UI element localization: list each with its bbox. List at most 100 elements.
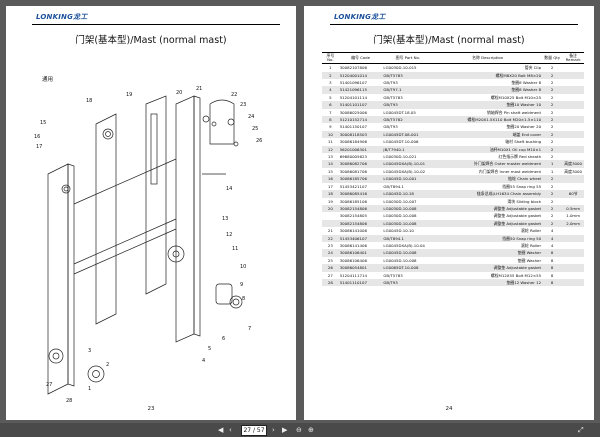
callout-number: 25 <box>252 126 258 132</box>
left-page-number: 23 <box>147 406 155 412</box>
zoom-in-icon[interactable]: ⊕ <box>308 426 314 434</box>
callout-number: 7 <box>248 326 251 332</box>
table-cell: 滚轮 Roller <box>520 242 542 248</box>
table-cell: LG0030D.10-007 <box>383 198 417 204</box>
table-cell: 高度3000 <box>562 160 584 168</box>
table-cell: 管夹 Clip <box>524 65 542 71</box>
table-cell: LG0045D.10-001 <box>382 175 434 183</box>
table-cell: 30086106406 <box>339 257 367 263</box>
table-cell: 2 <box>542 219 563 228</box>
table-cell <box>562 242 584 249</box>
table-cell: 调整垫 Adjustable gasket <box>433 219 543 228</box>
table-cell <box>562 116 584 124</box>
table-cell: 30082107806 <box>339 65 367 71</box>
zoom-out-icon[interactable]: ⊖ <box>296 426 302 434</box>
last-page-icon[interactable]: ▶ <box>282 426 288 434</box>
table-cell: 2 <box>550 94 554 100</box>
table-cell: 1.0mm <box>566 213 581 219</box>
table-cell: 调整垫 Adjustable gasket <box>433 264 543 272</box>
table-cell: 11 <box>327 139 333 145</box>
table-cell: 链条总成(LH1634 Chain assembly <box>433 190 543 198</box>
prev-page-icon[interactable]: ◀ <box>218 426 224 434</box>
table-cell: GB/T97.1 <box>382 86 434 94</box>
table-cell: 9 <box>329 124 332 130</box>
callout-number: 3 <box>88 348 91 354</box>
table-cell: 2 <box>550 65 554 71</box>
table-cell <box>562 64 584 72</box>
table-cell: 30086085416 <box>338 190 383 198</box>
next-icon[interactable]: › <box>272 426 275 434</box>
fullscreen-icon[interactable]: ⤢ <box>578 426 584 434</box>
viewer-toolbar: ◀ ‹ 27 / 57 › ▶ ⊖ ⊕ ⤢ <box>0 423 600 437</box>
table-cell: GB/T93 <box>383 80 398 85</box>
table-cell: 30086054801 <box>338 264 383 272</box>
table-cell: 2 <box>550 183 554 189</box>
table-cell: LG0030D.10-008 <box>383 213 417 219</box>
callout-number: 26 <box>256 138 262 144</box>
table-cell: LG0045DT.08-001 <box>382 130 434 139</box>
table-cell: 30086082706 <box>338 160 383 168</box>
table-cell: 30086141006 <box>339 228 367 234</box>
table-cell: GB/T894.1 <box>382 234 434 242</box>
callout-number: 24 <box>248 114 254 120</box>
table-cell: GB/T93 <box>382 101 434 109</box>
table-cell: GB/T5783 <box>382 71 434 79</box>
table-cell: 2 <box>542 86 563 94</box>
table-cell: 8 <box>542 278 563 287</box>
table-cell: 17 <box>327 183 333 189</box>
table-cell: LG0045DT.18.05 <box>383 109 416 115</box>
table-header: 备注 Remark <box>562 51 584 65</box>
table-cell: 26 <box>322 264 339 272</box>
table-cell: 51401110107 <box>338 278 383 287</box>
table-cell: LG0030D.10-008 <box>382 219 434 228</box>
table-cell <box>562 123 584 130</box>
callout-number: 15 <box>40 120 46 126</box>
prev-icon[interactable]: ‹ <box>229 426 232 434</box>
table-cell: 8 <box>550 257 554 263</box>
table-cell: 8 <box>550 272 554 278</box>
header-rule-right <box>330 24 578 25</box>
table-cell: 4 <box>550 228 554 234</box>
table-cell: 60节 <box>562 190 584 198</box>
table-cell: LG0030D.10-015 <box>383 65 417 71</box>
table-cell: GB/T5782 <box>382 116 434 124</box>
header-rule <box>32 24 280 25</box>
table-cell: GB/T5783 <box>383 272 403 278</box>
table-cell: LG0045DXA(B).10-01 <box>382 160 434 168</box>
table-cell: 30008118503 <box>338 130 383 139</box>
callout-number: 2 <box>106 362 109 368</box>
table-cell: 18 <box>322 190 339 198</box>
table-cell: 1 <box>550 168 554 174</box>
table-cell: 51401150107 <box>339 124 367 130</box>
right-page-title: 门架(基本型)/Mast (normal mast) <box>373 35 525 46</box>
table-cell: 内门架焊合 Inner mast weldment <box>478 168 542 174</box>
brand-logo-right: LONKING龙工 <box>334 13 386 21</box>
table-cell: 2 <box>550 139 554 145</box>
table-cell: 挡圈55 Snap ring 55 <box>502 183 542 189</box>
table-cell <box>562 138 584 145</box>
callout-number: 12 <box>226 232 232 238</box>
table-cell: 30086081706 <box>339 168 367 174</box>
table-cell <box>562 86 584 94</box>
table-cell: 15 <box>327 168 333 174</box>
table-header: 序号 No. <box>322 51 339 65</box>
table-cell <box>562 257 584 264</box>
table-cell: 51204001014 <box>338 71 383 79</box>
table-cell: 外门架焊合 Outer master weldment <box>433 160 543 168</box>
callout-number: 6 <box>222 336 225 342</box>
callout-number: 28 <box>66 398 72 404</box>
table-cell: 30082154805 <box>339 213 367 219</box>
table-cell: 51401101107 <box>338 101 383 109</box>
table-cell: 挡圈50 Snap ring 50 <box>433 234 543 242</box>
page-input[interactable]: 27 / 57 <box>241 425 267 436</box>
table-cell <box>562 145 584 154</box>
table-cell: 螺栓M10X25 Bolt M10×25 <box>490 94 542 100</box>
